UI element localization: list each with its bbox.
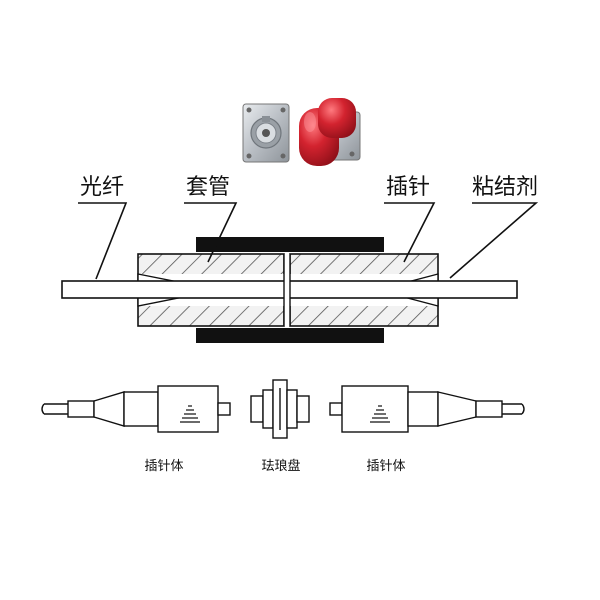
adapter-photo-silver [242, 103, 290, 163]
sleeve-top-bar [196, 237, 384, 252]
label-center-adapter: 珐琅盘 [261, 458, 300, 474]
adapter-photo-red [299, 98, 361, 166]
adapter-center [250, 379, 310, 439]
triangle-marker-left [180, 405, 200, 423]
label-left-body: 插针体 [144, 459, 183, 474]
leader-lines [78, 202, 539, 280]
label-sleeve: 套管 [186, 175, 230, 200]
center-gap [284, 254, 290, 326]
label-fiber: 光纤 [80, 175, 124, 200]
label-right-body: 插针体 [366, 459, 405, 474]
label-adhesive: 粘结剂 [472, 175, 538, 200]
label-ferrule: 插针 [386, 175, 430, 200]
sleeve-bottom-bar [196, 328, 384, 343]
plug-right [329, 385, 525, 433]
plug-left [41, 385, 231, 433]
triangle-marker-right [370, 405, 390, 423]
